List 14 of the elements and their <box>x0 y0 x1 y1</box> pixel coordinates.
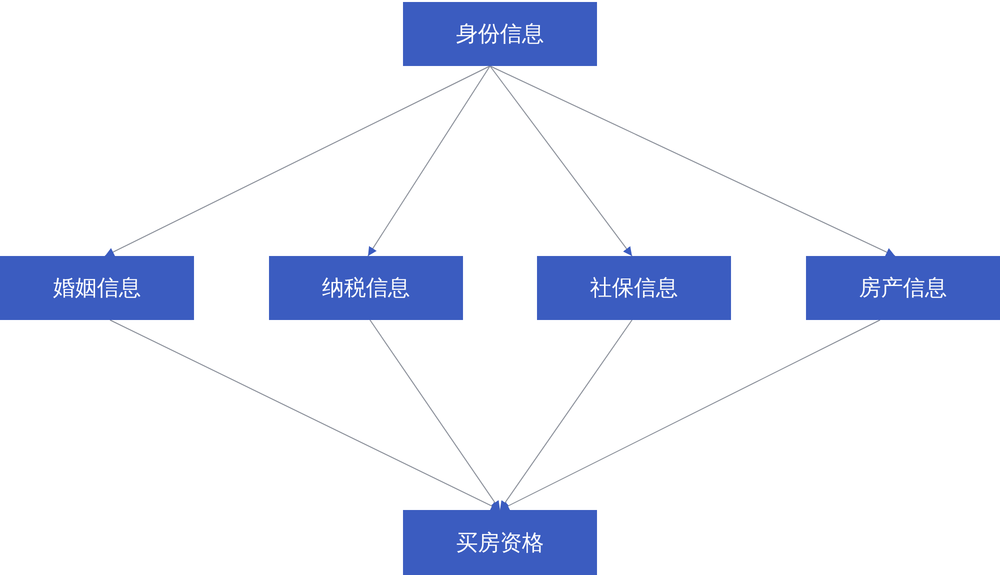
process-box: 房产信息 <box>806 256 1000 320</box>
process-box: 买房资格 <box>403 510 597 575</box>
arrow <box>500 320 880 510</box>
arrow <box>500 320 632 510</box>
process-box: 纳税信息 <box>269 256 463 320</box>
process-box: 社保信息 <box>537 256 731 320</box>
arrow <box>110 320 500 510</box>
arrow <box>370 320 500 510</box>
arrow <box>368 66 490 256</box>
arrow <box>490 66 896 256</box>
process-box: 婚姻信息 <box>0 256 194 320</box>
process-box: 身份信息 <box>403 2 597 66</box>
arrow <box>104 66 490 256</box>
arrow <box>490 66 632 256</box>
